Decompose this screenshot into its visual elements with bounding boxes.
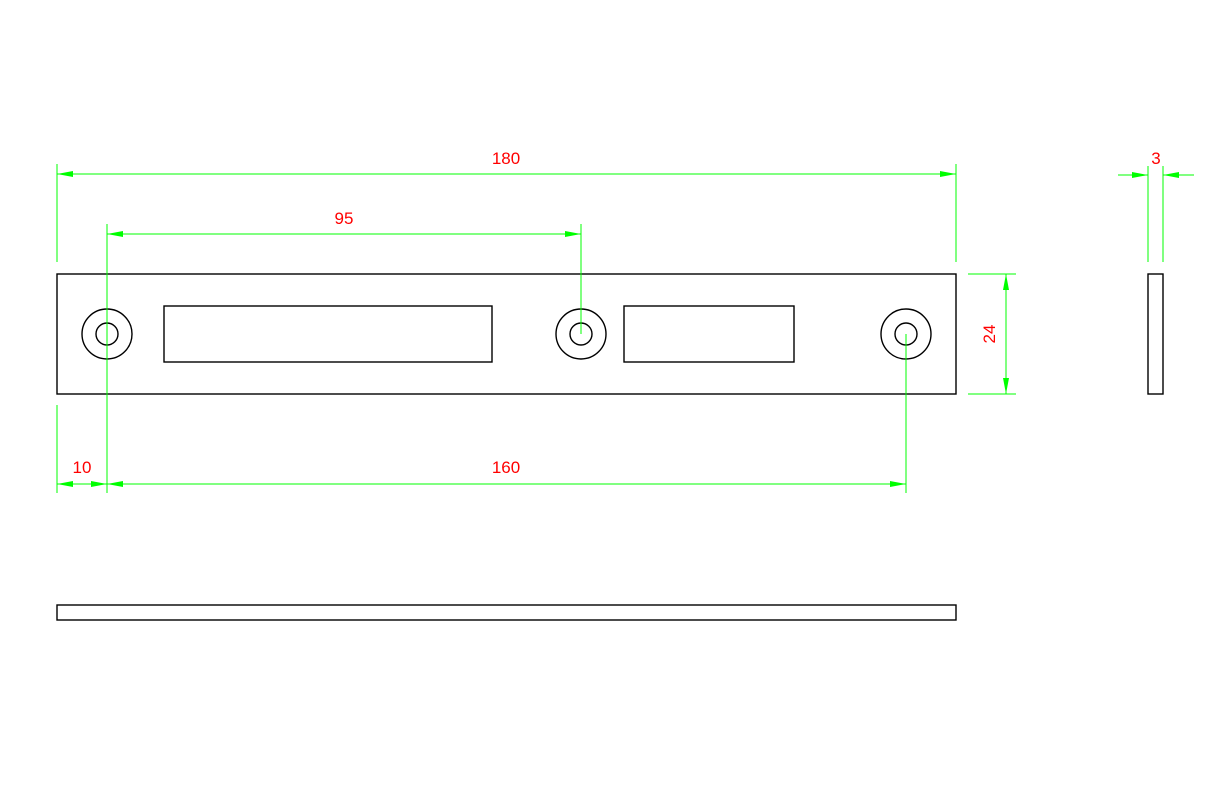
front-view xyxy=(56,273,957,395)
dimension-overall-length: 180 xyxy=(56,149,957,262)
dimension-text-height: 24 xyxy=(980,325,999,344)
dimension-text-thickness: 3 xyxy=(1151,149,1160,168)
dimension-hole-spacing-short: 95 xyxy=(106,209,582,334)
dimension-text-hole-spacing-long: 160 xyxy=(492,458,520,477)
slot-right xyxy=(623,305,795,363)
dimension-thickness: 3 xyxy=(1118,149,1194,262)
slot-left xyxy=(163,305,493,363)
bottom-view-plate xyxy=(56,604,957,621)
plate-outline xyxy=(56,273,957,395)
dimension-text-edge-to-hole: 10 xyxy=(73,458,92,477)
dimension-text-hole-spacing-short: 95 xyxy=(335,209,354,228)
dimension-height: 24 xyxy=(968,273,1016,395)
dimension-text-overall-length: 180 xyxy=(492,149,520,168)
dimension-bottom-chain: 10 160 xyxy=(56,334,907,493)
side-view-plate xyxy=(1147,273,1164,395)
